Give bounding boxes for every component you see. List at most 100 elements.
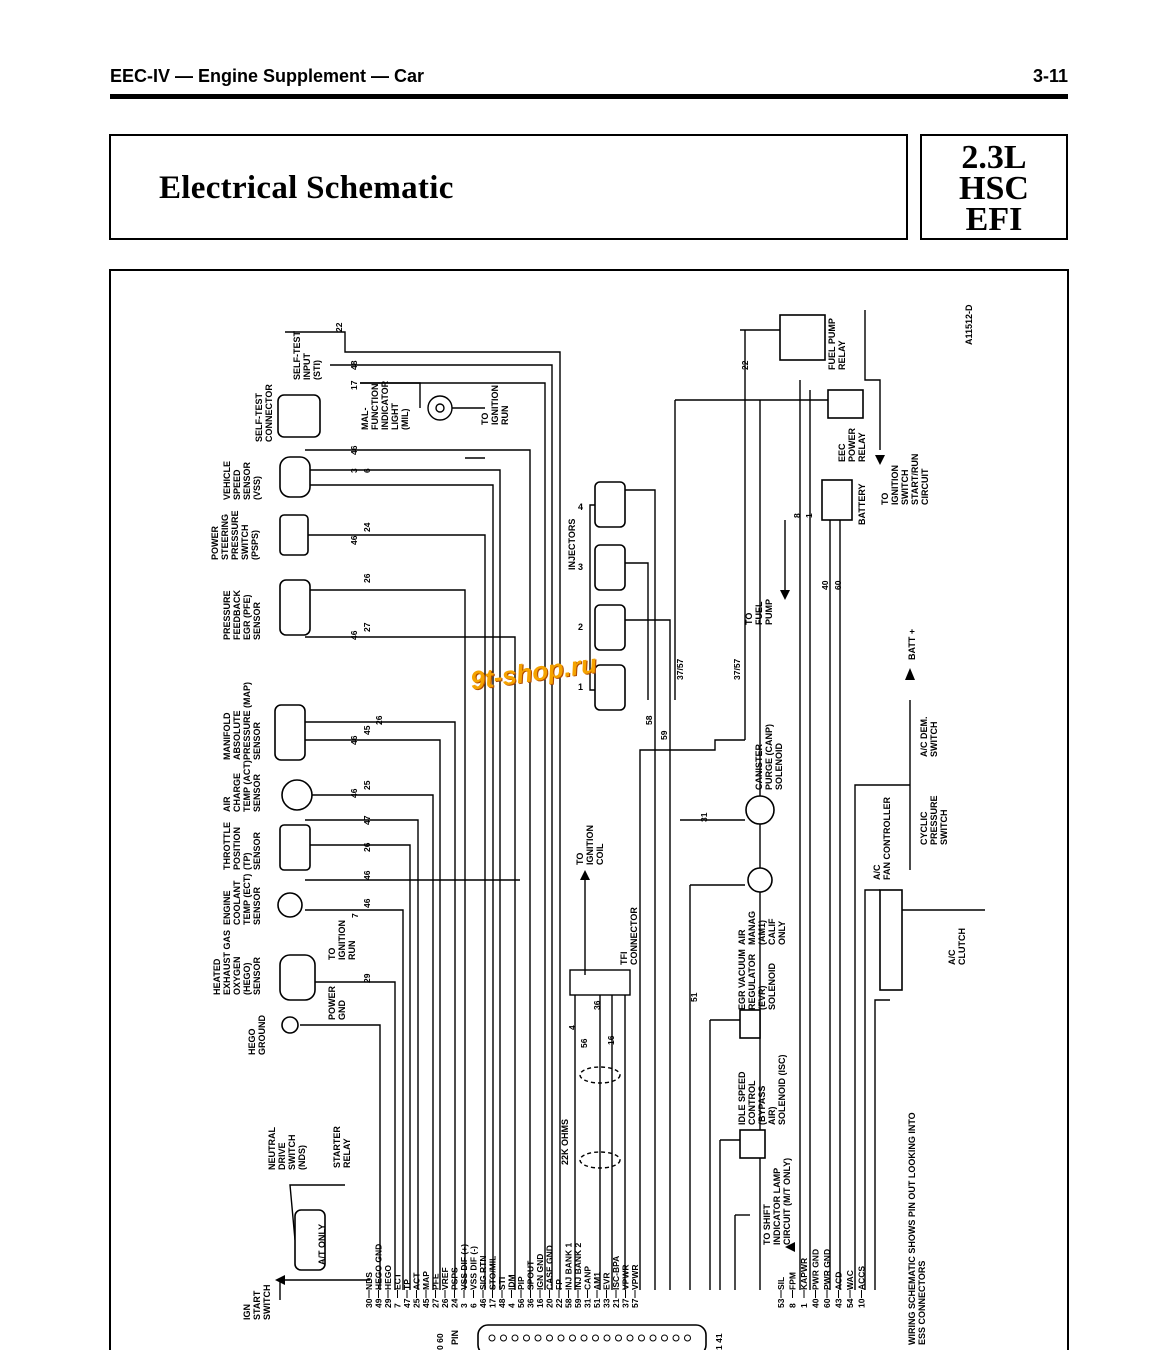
engine-line-1: 2.3L — [961, 139, 1027, 176]
wiring — [279, 310, 985, 1300]
arrow-ignition-switch — [875, 455, 885, 465]
connector-pin — [672, 1334, 680, 1342]
pin-name: PSPS — [450, 1267, 460, 1290]
pin-number: 31 — [583, 1298, 593, 1308]
label-to-ignition-coil: TOIGNITIONCOIL — [575, 825, 605, 865]
wire-canp-31: 31 — [699, 812, 709, 822]
label-hego: HEATEDEXHAUST GASOXYGEN(HEGO)SENSOR — [212, 930, 262, 995]
wire-act-46: 46 — [349, 788, 359, 798]
label-tps: THROTTLEPOSITION(TP)SENSOR — [222, 822, 262, 870]
wire-psps-24: 24 — [362, 522, 372, 532]
pin-number: 43 — [834, 1298, 844, 1308]
wire-ect-7: 7 — [350, 913, 360, 918]
label-eec-power-relay: EECPOWERRELAY — [837, 427, 867, 462]
pin-name: VSS DIF (-) — [469, 1246, 479, 1290]
connector-pin — [626, 1334, 634, 1342]
wire-tp-46: 46 — [362, 870, 372, 880]
pin-name: HEGO GND — [374, 1244, 384, 1290]
schematic-frame — [109, 269, 1069, 1350]
pin-name: SPOUT — [526, 1260, 536, 1290]
label-batt-plus: BATT + — [907, 629, 917, 660]
injector-1-body — [594, 664, 626, 711]
label-nds: NEUTRALDRIVESWITCH(NDS) — [267, 1127, 307, 1170]
label-ect: ENGINECOOLANTTEMP (ECT)SENSOR — [222, 874, 262, 925]
wire-vss-6: 6 — [362, 468, 372, 473]
wire-tfi-4: 4 — [567, 1025, 577, 1030]
self-test-connector-body — [277, 394, 321, 438]
pin-number: 21 — [611, 1298, 621, 1308]
pin-name: KAPWR — [799, 1258, 809, 1290]
pin-name: FPM — [788, 1272, 798, 1290]
injector-number-3: 3 — [578, 562, 583, 572]
pin-number: 6 — [469, 1303, 479, 1308]
wire-22: 22 — [334, 322, 344, 332]
pin-number: 8 — [788, 1303, 798, 1308]
pin-number: 3 — [459, 1303, 469, 1308]
pin-number: 48 — [497, 1298, 507, 1308]
connector-pin — [638, 1334, 645, 1342]
hego-body — [279, 954, 316, 1001]
pin-number: 10 — [857, 1298, 867, 1308]
label-evr: EGR VACUUMREGULATOR(EVR)SOLENOID — [737, 949, 777, 1010]
pin-number: 4 — [507, 1303, 517, 1308]
label-ac-dem: A/C DEM.SWITCH — [919, 717, 939, 758]
label-mil: MAL-FUNCTIONINDICATORLIGHT(MIL) — [360, 380, 410, 430]
connector-pin — [661, 1334, 668, 1342]
label-ign-start: IGNSTARTSWITCH — [242, 1285, 272, 1321]
pin-name: STI — [497, 1277, 507, 1290]
pin-number: 54 — [845, 1298, 855, 1308]
label-isc: IDLE SPEEDCONTROL(BYPASSAIR)SOLENOID (IS… — [737, 1054, 787, 1125]
pin-number: 57 — [630, 1298, 640, 1308]
pin-number: 20 — [545, 1298, 555, 1308]
connector-pin — [511, 1334, 519, 1342]
pin-name: ACT — [412, 1272, 422, 1290]
label-power-gnd: POWERGND — [327, 985, 347, 1020]
wire-gnd-40: 40 — [820, 580, 830, 590]
connector-pin — [580, 1334, 588, 1342]
injector-number-2: 2 — [578, 622, 583, 632]
pin-name: MAP — [421, 1271, 431, 1290]
pfe-body — [279, 579, 311, 636]
label-vss: VEHICLESPEEDSENSOR(VSS) — [222, 461, 262, 500]
wire-vss-46: 46 — [349, 445, 359, 455]
wire-fp-22: 22 — [740, 360, 750, 370]
wire-fpm-8: 8 — [792, 513, 802, 518]
fuel-pump-relay-body — [779, 314, 826, 361]
wire-numbers: 22 48 17 46 3 6 46 24 26 46 27 26 46 45 … — [334, 322, 843, 1350]
label-battery: BATTERY — [857, 484, 867, 526]
wire-pfe-26: 26 — [362, 573, 372, 583]
pin-number: 46 — [478, 1298, 488, 1308]
wire-am1-51: 51 — [689, 992, 699, 1002]
pin-name: EVR — [602, 1273, 612, 1290]
pin-number: 26 — [440, 1298, 450, 1308]
wire-tp-26: 26 — [362, 842, 372, 852]
arrow-ignition-coil — [580, 870, 590, 880]
isc-body — [739, 1129, 766, 1159]
label-map: MANIFOLDABSOLUTEPRESSURE (MAP)SENSOR — [222, 682, 262, 760]
act-body — [281, 779, 313, 811]
wire-pfe-46: 46 — [349, 630, 359, 640]
pin-number: 7 — [393, 1303, 403, 1308]
pin-number: 60 — [822, 1298, 832, 1308]
ect-body — [277, 892, 303, 918]
pin-name: FP — [554, 1279, 564, 1290]
pin-name: SIL — [776, 1277, 786, 1290]
pin-name: STO/MIL — [488, 1256, 498, 1290]
pin-name: ACD — [834, 1272, 844, 1290]
wire-tfi-56: 56 — [579, 1038, 589, 1048]
label-ohms: 22K OHMS — [560, 1119, 570, 1165]
wire-act-25: 25 — [362, 780, 372, 790]
component-bodies — [274, 314, 903, 1350]
connector-pin — [569, 1334, 576, 1342]
pin-name: INJ BANK 2 — [573, 1242, 583, 1290]
wire-map-26: 26 — [374, 715, 384, 725]
pin-name: CASE GND — [545, 1245, 555, 1290]
label-fuel-pump-relay: FUEL PUMPRELAY — [827, 318, 847, 370]
label-a-t-only: A/T ONLY — [317, 1224, 327, 1265]
ecu-connector-body — [477, 1324, 707, 1350]
arrow-ign-start — [275, 1275, 285, 1285]
connector-pin — [615, 1334, 622, 1342]
pin-number: 51 — [592, 1298, 602, 1308]
